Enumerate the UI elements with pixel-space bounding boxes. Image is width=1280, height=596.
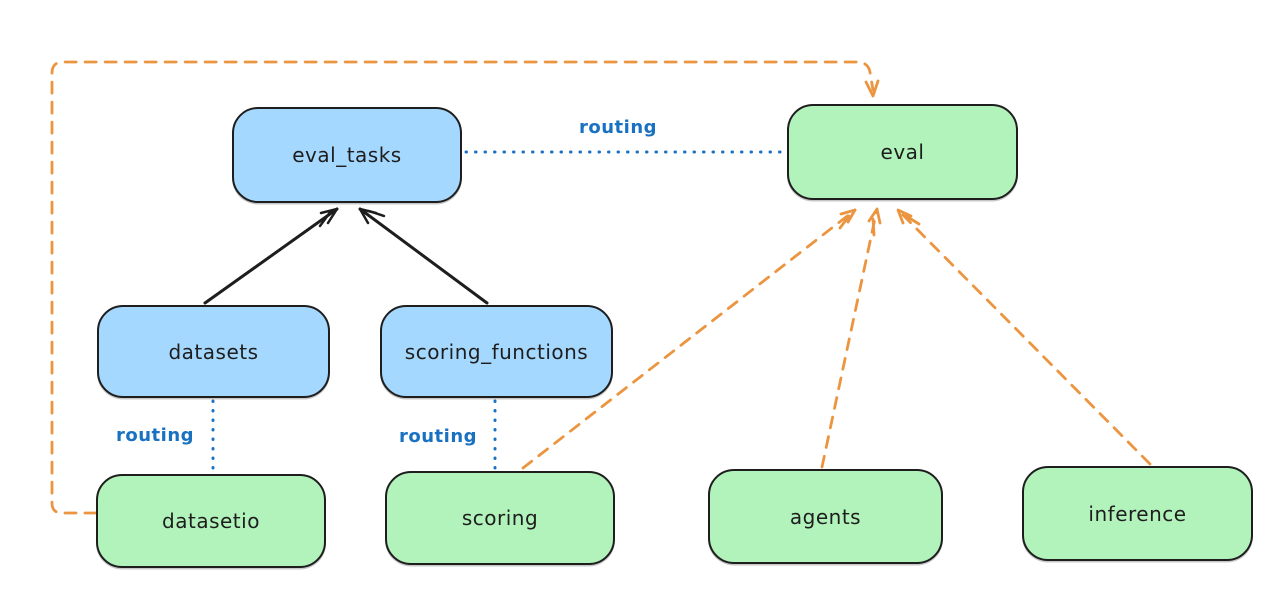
routing-label-datasets-datasetio: routing — [115, 425, 195, 446]
node-eval: eval — [787, 104, 1018, 200]
node-eval-tasks-label: eval_tasks — [292, 143, 402, 167]
node-datasetio: datasetio — [96, 474, 326, 568]
node-scoring-label: scoring — [461, 506, 539, 530]
edge-scoring-functions-to-eval-tasks-arrow — [358, 207, 489, 305]
routing-label-scoring-functions-scoring: routing — [398, 426, 478, 447]
edge-scoring-to-eval-arrow — [521, 208, 857, 470]
node-inference-label: inference — [1088, 501, 1187, 526]
edge-datasetio-to-eval-arrow — [50, 60, 880, 515]
node-scoring: scoring — [385, 471, 615, 565]
node-agents: agents — [708, 469, 943, 564]
node-datasetio-label: datasetio — [162, 509, 260, 533]
node-scoring-functions: scoring_functions — [380, 305, 613, 398]
edge-inference-to-eval-arrow — [896, 208, 1152, 466]
node-eval-label: eval — [880, 140, 925, 164]
node-scoring-functions-label: scoring_functions — [404, 339, 589, 364]
node-datasets: datasets — [97, 305, 330, 398]
node-eval-tasks: eval_tasks — [232, 107, 462, 203]
routing-label-eval-tasks-eval: routing — [578, 117, 658, 138]
node-inference: inference — [1022, 466, 1253, 561]
node-datasets-label: datasets — [168, 339, 259, 364]
node-agents-label: agents — [789, 504, 862, 529]
edge-agents-to-eval-arrow — [820, 207, 882, 469]
edge-datasets-to-eval-tasks-arrow — [203, 207, 339, 305]
